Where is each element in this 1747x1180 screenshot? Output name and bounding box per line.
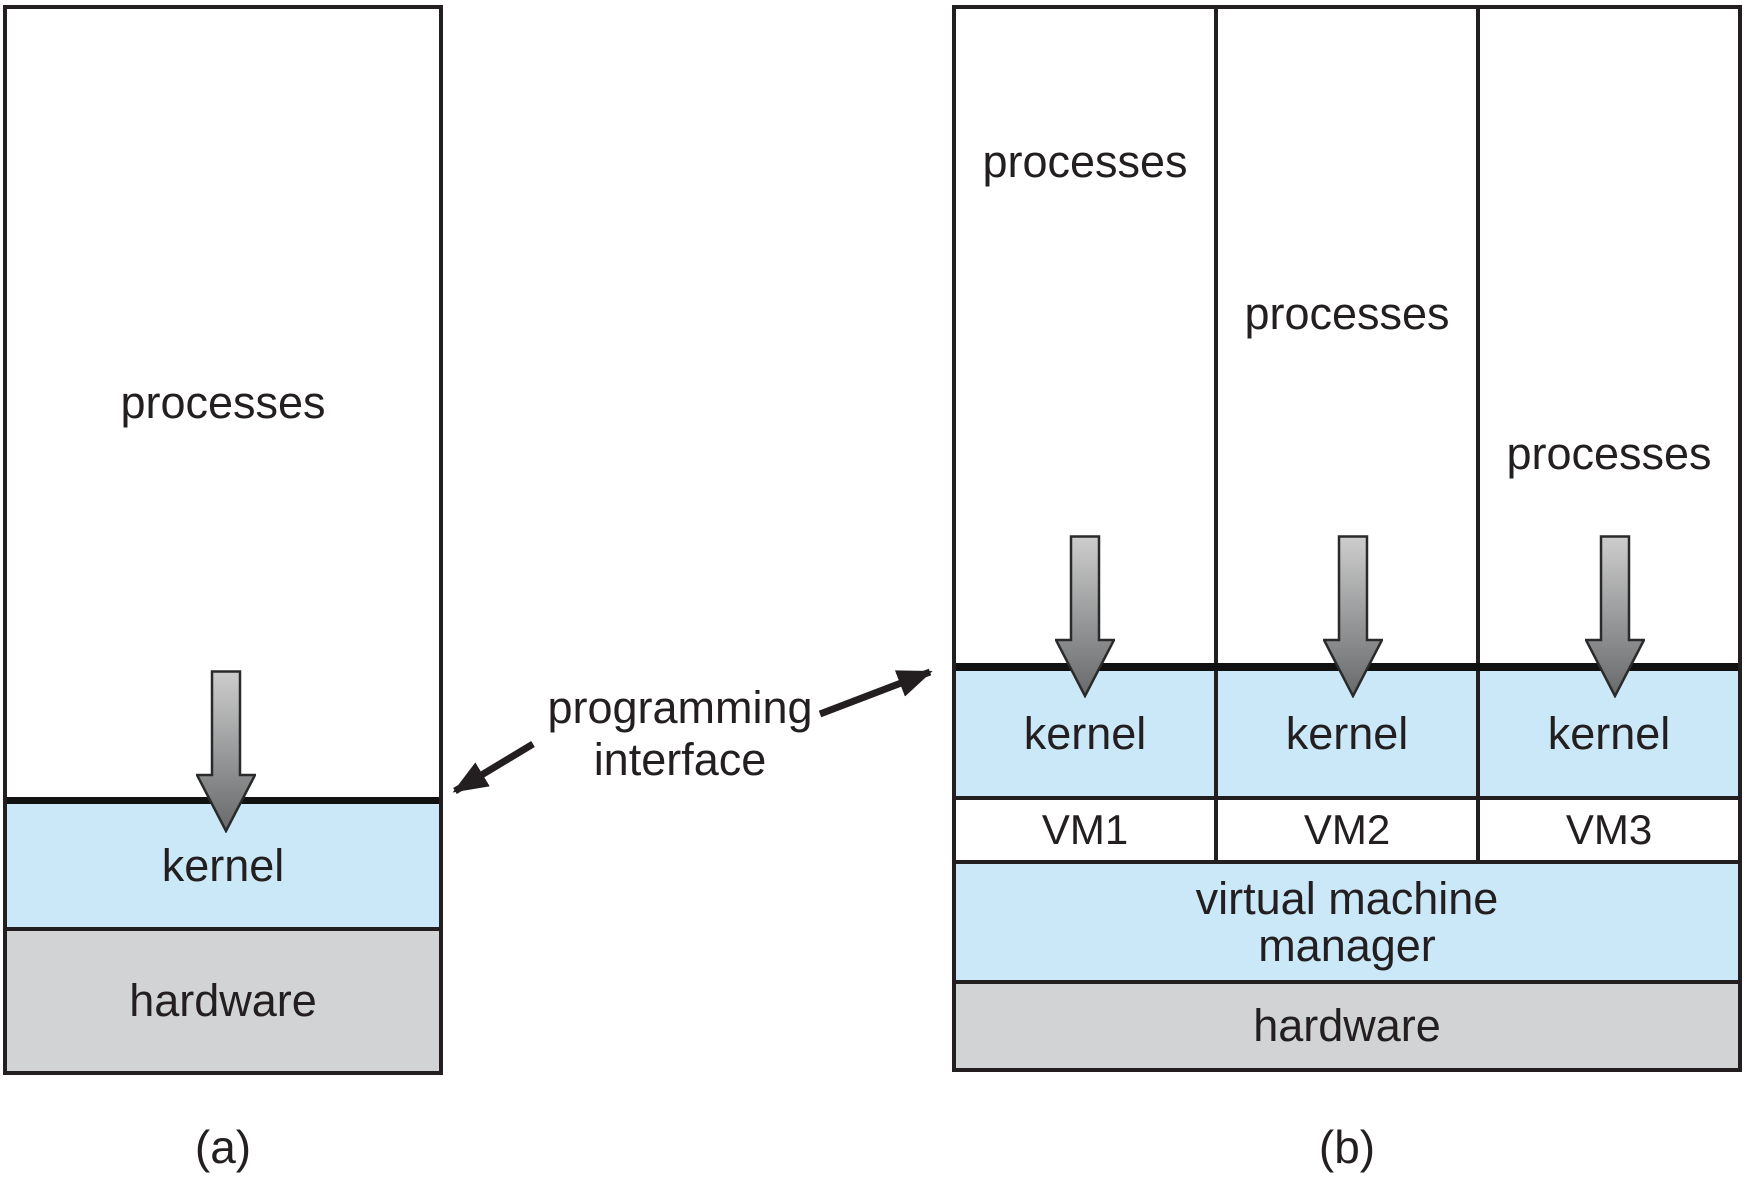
panel-a-nonvirtual: processes kernel hardware (3, 5, 443, 1075)
vm3-label: VM3 (1565, 806, 1653, 853)
vm3-syscall-down-arrow-icon (1585, 535, 1645, 698)
vm2-kernel-label: kernel (1285, 707, 1409, 759)
vm2-processes-label: processes (1244, 288, 1450, 339)
vm1-processes-label: processes (982, 136, 1188, 187)
vm2-kernel-box: kernel (1218, 671, 1480, 796)
panel-b-kernel-row: kernel kernel kernel (956, 671, 1738, 800)
vm1-processes-column: processes (956, 9, 1218, 663)
panel-a-processes-area: processes (7, 9, 439, 797)
panel-a-processes-label: processes (120, 377, 326, 428)
caption-a: (a) (3, 1120, 443, 1174)
panel-b-hardware-label: hardware (1253, 1000, 1441, 1051)
vm1-syscall-down-arrow-icon (1055, 535, 1115, 698)
vm2-processes-column: processes (1218, 9, 1480, 663)
panel-a-kernel-label: kernel (161, 839, 285, 891)
caption-b: (b) (952, 1120, 1742, 1174)
vm2-label: VM2 (1303, 806, 1391, 853)
programming-interface-line1: programming (547, 682, 813, 733)
panel-b-vm-row: VM1 VM2 VM3 (956, 800, 1738, 864)
syscall-down-arrow-icon (196, 670, 256, 833)
pointer-arrow-left-icon (452, 741, 535, 794)
panel-b-hardware-box: hardware (956, 984, 1738, 1068)
caption-a-label: (a) (194, 1121, 252, 1173)
vm1-box: VM1 (956, 800, 1218, 860)
panel-b-processes-area: processes processes processes (956, 9, 1738, 663)
panel-a-hardware-box: hardware (7, 927, 439, 1071)
vm1-label: VM1 (1041, 806, 1129, 853)
panel-a-hardware-label: hardware (129, 975, 317, 1026)
programming-interface-line2: interface (593, 734, 767, 785)
vm3-box: VM3 (1480, 800, 1738, 860)
vm3-kernel-label: kernel (1547, 707, 1671, 759)
vm3-kernel-box: kernel (1480, 671, 1738, 796)
virtual-machine-manager-box: virtual machine manager (956, 864, 1738, 984)
programming-interface-note: programming interface (480, 682, 880, 786)
panel-b-virtual: processes processes processes kernel ker… (952, 5, 1742, 1072)
vm2-box: VM2 (1218, 800, 1480, 860)
pointer-arrow-right-icon (818, 668, 933, 718)
vm3-processes-label: processes (1506, 428, 1712, 479)
vm3-processes-column: processes (1480, 9, 1738, 663)
vmm-label-line2: manager (1258, 920, 1436, 971)
caption-b-label: (b) (1318, 1121, 1376, 1173)
vm2-syscall-down-arrow-icon (1323, 535, 1383, 698)
vmm-label-line1: virtual machine (1195, 873, 1499, 924)
vm1-kernel-label: kernel (1023, 707, 1147, 759)
